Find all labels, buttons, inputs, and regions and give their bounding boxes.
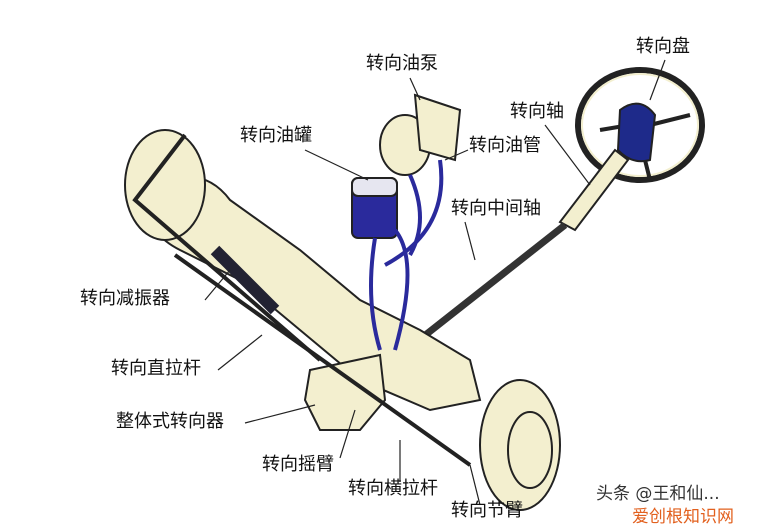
label-steering-shaft: 转向轴 [510, 101, 564, 122]
watermark-source: 头条 @王和仙... [596, 484, 720, 504]
label-steering-wheel: 转向盘 [636, 36, 690, 57]
label-steering-gear: 整体式转向器 [116, 411, 224, 432]
label-knuckle-arm: 转向节臂 [451, 500, 523, 521]
label-tie-rod: 转向横拉杆 [348, 478, 438, 499]
steering-shaft [558, 148, 630, 232]
label-hose: 转向油管 [469, 135, 541, 156]
tie-rod [173, 253, 472, 467]
label-drag-link: 转向直拉杆 [111, 358, 201, 379]
label-damper: 转向减振器 [80, 288, 170, 309]
leader-lines [204, 59, 666, 506]
steering-wheel [575, 67, 705, 183]
steering-gear-box [303, 353, 387, 431]
label-intermediate-shaft: 转向中间轴 [451, 198, 541, 219]
label-pitman-arm: 转向摇臂 [262, 454, 334, 475]
steering-column-hub [616, 102, 657, 163]
label-reservoir: 转向油罐 [240, 125, 312, 146]
intermediate-shaft [397, 222, 568, 358]
watermark-site: 爱创根知识网 [632, 507, 734, 527]
hoses [369, 159, 444, 351]
drag-link [132, 133, 322, 362]
label-pump: 转向油泵 [366, 53, 438, 74]
steering-damper [210, 245, 280, 315]
